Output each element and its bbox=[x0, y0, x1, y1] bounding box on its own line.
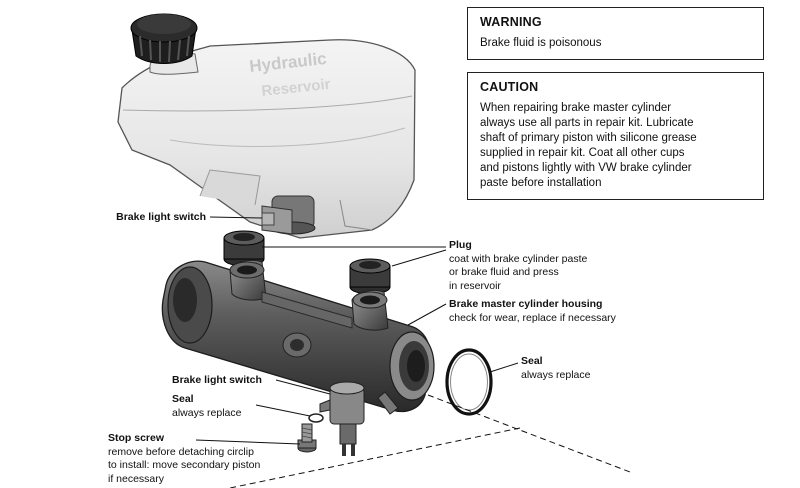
plug-right bbox=[349, 258, 391, 295]
label-brake-light-switch-bottom: Brake light switch bbox=[172, 374, 262, 388]
label-note: coat with brake cylinder paste or brake … bbox=[449, 252, 588, 292]
assembly-axis-lines bbox=[229, 394, 631, 488]
brake-light-switch-bottom bbox=[319, 381, 365, 456]
fluid-reservoir: Hydraulic Reservoir bbox=[117, 39, 416, 239]
leader-lines bbox=[195, 216, 519, 445]
warning-box: WARNING Brake fluid is poisonous bbox=[467, 7, 764, 60]
caution-heading: CAUTION bbox=[480, 80, 539, 94]
label-note: always replace bbox=[172, 406, 242, 419]
reservoir-cap bbox=[130, 13, 198, 64]
label-note: always replace bbox=[521, 368, 591, 381]
seal-small bbox=[308, 413, 324, 423]
label-title: Brake light switch bbox=[172, 374, 262, 386]
master-cylinder-housing bbox=[161, 259, 435, 415]
label-title: Seal bbox=[172, 393, 194, 405]
label-title: Brake master cylinder housing bbox=[449, 298, 603, 310]
label-title: Seal bbox=[521, 355, 543, 367]
label-title: Plug bbox=[449, 239, 472, 251]
warning-text: Brake fluid is poisonous bbox=[480, 37, 602, 49]
label-seal-left: Seal always replace bbox=[172, 393, 241, 420]
label-seal-right: Seal always replace bbox=[521, 355, 590, 382]
label-brake-light-switch-top: Brake light switch bbox=[88, 211, 206, 225]
label-stop-screw: Stop screw remove before detaching circl… bbox=[108, 432, 260, 486]
plug-left bbox=[223, 230, 265, 267]
label-housing: Brake master cylinder housing check for … bbox=[449, 298, 616, 325]
label-title: Brake light switch bbox=[116, 211, 206, 223]
label-note: remove before detaching circlip to insta… bbox=[108, 445, 261, 485]
label-note: check for wear, replace if necessary bbox=[449, 311, 616, 324]
caution-box: CAUTION When repairing brake master cyli… bbox=[467, 72, 764, 200]
seal-ring-right bbox=[445, 348, 493, 416]
brake-light-switch-top bbox=[261, 195, 316, 235]
stop-screw bbox=[297, 423, 317, 453]
label-plug: Plug coat with brake cylinder paste or b… bbox=[449, 239, 587, 293]
warning-heading: WARNING bbox=[480, 15, 542, 29]
caution-text: When repairing brake master cylinder alw… bbox=[480, 102, 697, 189]
label-title: Stop screw bbox=[108, 432, 165, 444]
